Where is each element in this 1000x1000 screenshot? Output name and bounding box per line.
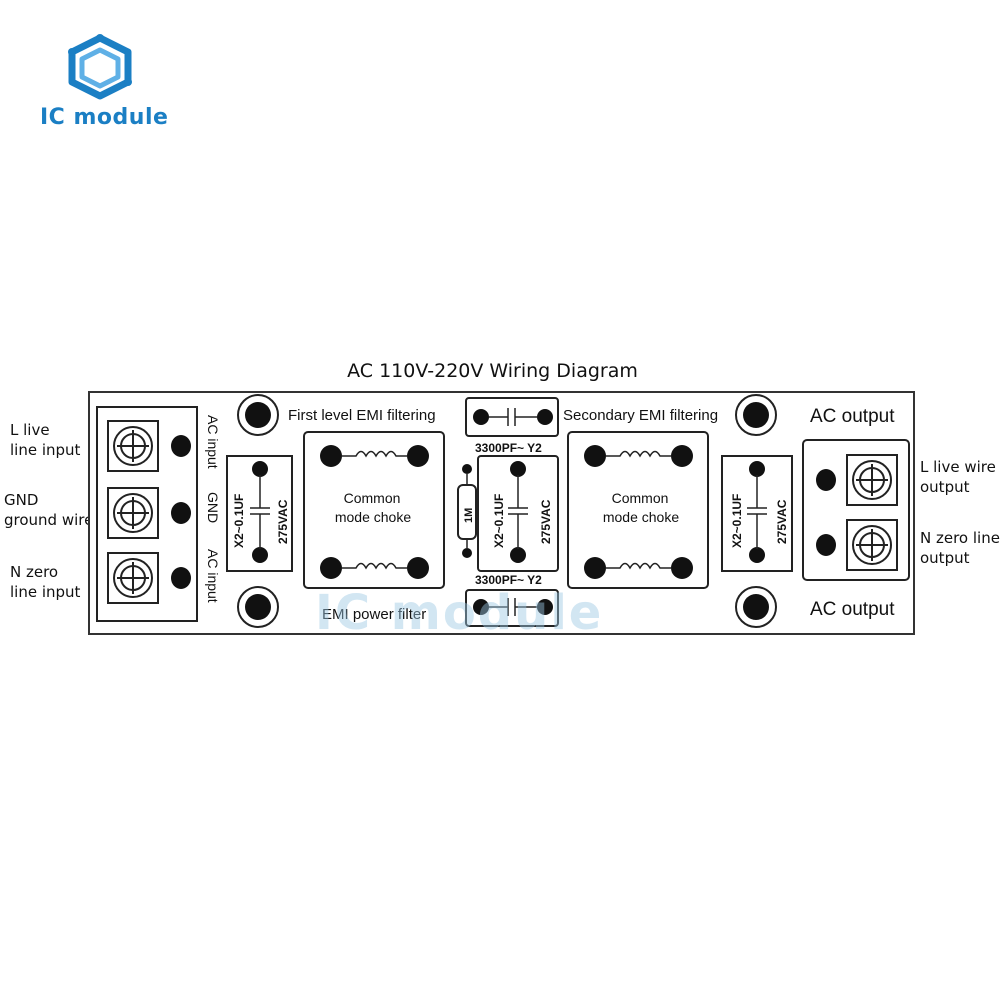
y-capacitor-top [465, 397, 559, 437]
ac-output-bottom-label: AC output [810, 599, 895, 620]
output-terminal-block [802, 439, 910, 581]
y-capacitor-bottom [465, 589, 559, 627]
choke-right-label-2: mode choke [603, 509, 679, 525]
mounting-hole-top-left [237, 394, 279, 436]
mounting-hole-top-right [735, 394, 777, 436]
x-cap-mid-rating-2: 275VAC [539, 499, 553, 544]
emi-power-filter-label: EMI power filter [322, 606, 426, 623]
y-cap-bottom-label: 3300PF~ Y2 [475, 573, 542, 587]
first-level-emi-label: First level EMI filtering [288, 407, 436, 424]
brand-logo-icon [68, 34, 132, 100]
input-terminal-n [107, 552, 191, 604]
ac-input-top-label: AC input [205, 415, 221, 469]
common-mode-choke-left: Common mode choke [303, 431, 445, 589]
secondary-emi-label: Secondary EMI filtering [563, 407, 718, 424]
common-mode-choke-right: Common mode choke [567, 431, 709, 589]
ac-input-bottom-label: AC input [205, 549, 221, 603]
x-capacitor-left: X2~0.1UF 275VAC [226, 455, 293, 572]
brand-name: IC module [40, 105, 169, 130]
watermark-text: IC module [315, 585, 604, 641]
resistor-1m: 1M [457, 464, 477, 558]
choke-left-label-1: Common [344, 490, 401, 506]
input-terminal-block [96, 406, 198, 622]
x-capacitor-middle: X2~0.1UF 275VAC [477, 455, 559, 572]
choke-right-label-1: Common [612, 490, 669, 506]
input-terminal-gnd [107, 487, 191, 539]
x-cap-right-rating-1: X2~0.1UF [730, 494, 744, 548]
output-terminal-n [816, 519, 898, 571]
x-cap-right-rating-2: 275VAC [775, 499, 789, 544]
mounting-hole-bottom-left [237, 586, 279, 628]
x-capacitor-right: X2~0.1UF 275VAC [721, 455, 793, 572]
diagram-title: AC 110V-220V Wiring Diagram [347, 360, 638, 382]
x-cap-left-rating-1: X2~0.1UF [232, 494, 246, 548]
output-terminal-l [816, 454, 898, 506]
gnd-board-label: GND [205, 492, 221, 523]
input-terminal-l [107, 420, 191, 472]
x-cap-left-rating-2: 275VAC [276, 499, 290, 544]
resistor-label: 1M [463, 508, 475, 523]
ac-output-top-label: AC output [810, 406, 895, 427]
x-cap-mid-rating-1: X2~0.1UF [492, 494, 506, 548]
choke-left-label-2: mode choke [335, 509, 411, 525]
mounting-hole-bottom-right [735, 586, 777, 628]
y-cap-top-label: 3300PF~ Y2 [475, 441, 542, 455]
